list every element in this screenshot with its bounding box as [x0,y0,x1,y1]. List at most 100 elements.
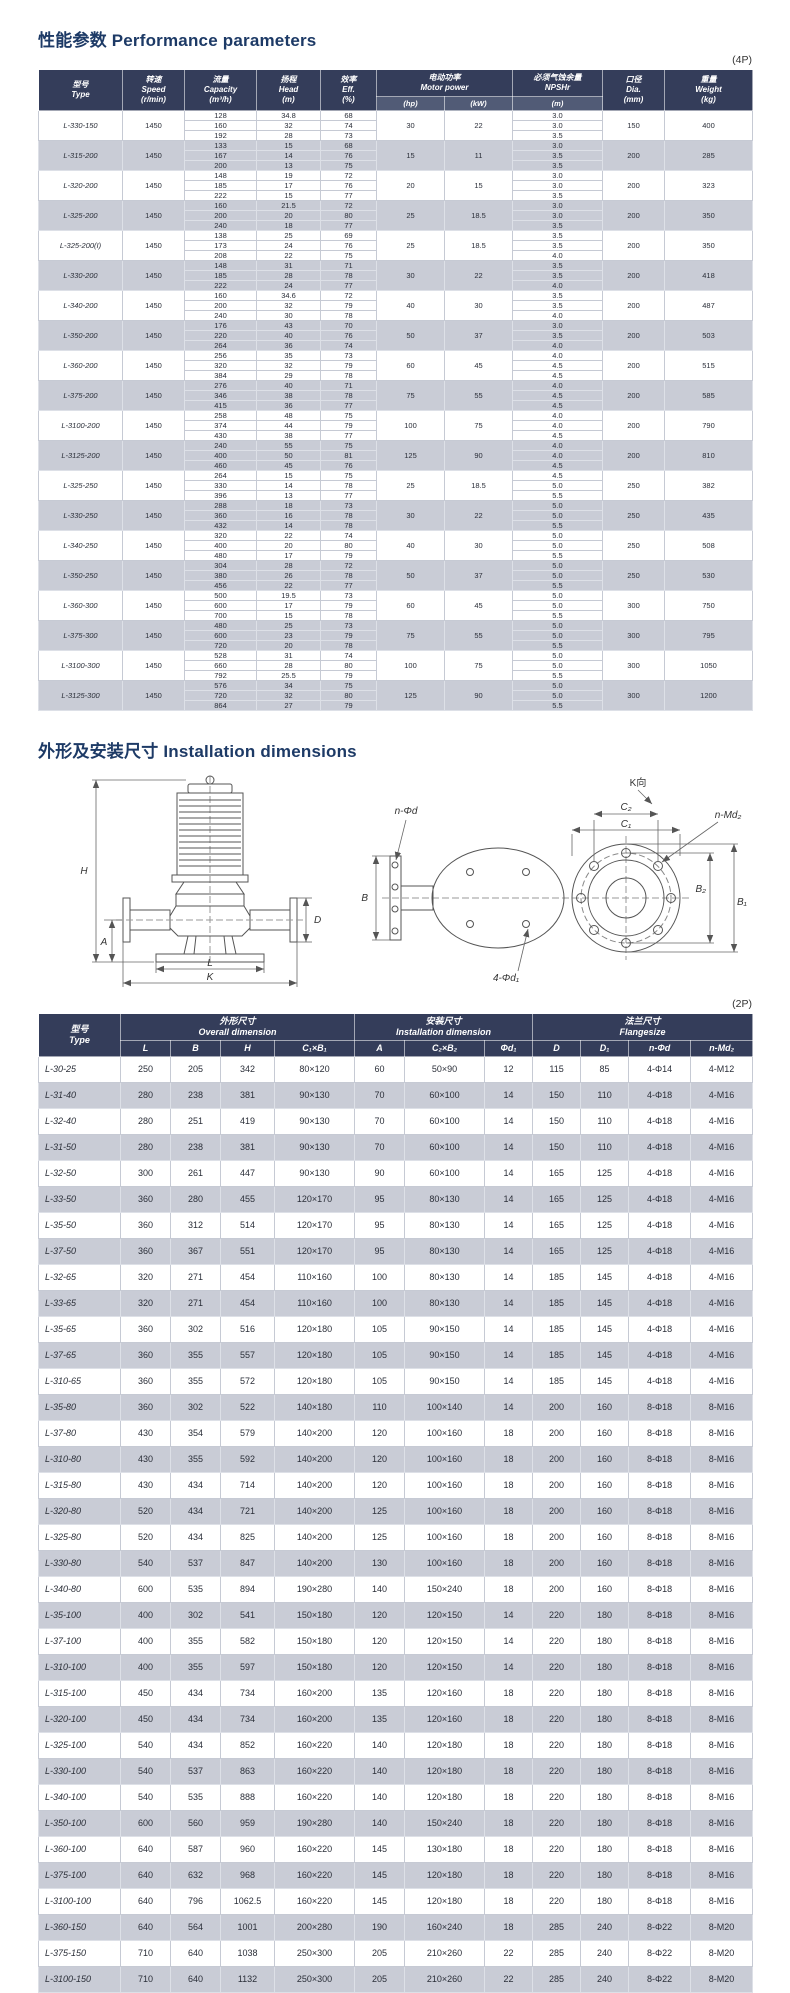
table-cell: L-31-40 [38,1082,121,1109]
table-cell: 32 [256,690,321,701]
dim-label-b1: B₁ [737,897,747,908]
table-cell: 77 [320,190,377,201]
table-cell: 30 [444,290,513,321]
table-cell: 3.0 [512,200,603,211]
table-cell: 32 [256,360,321,371]
table-cell: 455 [220,1186,275,1213]
table-cell: 238 [170,1082,221,1109]
table-cell: 110 [580,1134,630,1161]
table-cell: 150 [532,1082,582,1109]
table-cell: 30 [376,110,445,141]
table-cell: 354 [170,1420,221,1447]
table-cell: L-37-100 [38,1628,121,1655]
table-cell: 22 [444,260,513,291]
table-cell: 1132 [220,1966,275,1993]
header-npshr-unit: (m) [512,96,603,111]
table-cell: 220 [184,330,257,341]
top-view-dimensions [372,789,738,972]
table-cell: 185 [532,1342,582,1369]
table-cell: 3.5 [512,330,603,341]
table-cell: 250 [602,530,665,561]
table-cell: 710 [120,1966,171,1993]
table-cell: 37 [444,560,513,591]
table-cell: 220 [532,1654,582,1681]
table-cell: 90×150 [404,1342,486,1369]
table-cell: 200 [184,160,257,171]
table-cell: 8-Φ22 [628,1966,692,1993]
table-cell: 200 [602,410,665,441]
table-cell: 160 [580,1420,630,1447]
table-cell: 288 [184,500,257,511]
table-cell: 5.5 [512,490,603,501]
table-cell: 14 [484,1264,534,1291]
table-cell: L-340-100 [38,1784,121,1811]
table-cell: 200 [532,1472,582,1499]
table-cell: 8-M20 [690,1940,754,1967]
table-cell: 140×200 [273,1550,356,1577]
table-cell: 271 [170,1264,221,1291]
table-cell: 454 [220,1264,275,1291]
table-cell: 77 [320,220,377,231]
table-cell: 185 [184,180,257,191]
table-cell: 24 [256,240,321,251]
table-cell: 8-Φ22 [628,1940,692,1967]
table-cell: 415 [184,400,257,411]
table-cell: 110 [580,1082,630,1109]
table-cell: 5.0 [512,570,603,581]
dim-label-n-md2: n-Md₂ [715,810,742,821]
table-cell: 31 [256,650,321,661]
table-cell: 3.0 [512,120,603,131]
table-cell: 78 [320,270,377,281]
table-cell: L-3100-100 [38,1888,121,1915]
table-cell: 180 [580,1758,630,1785]
table-cell: L-360-200 [38,350,123,381]
table-cell: 140×180 [273,1394,356,1421]
table-cell: 14 [484,1212,534,1239]
table-cell: 434 [170,1732,221,1759]
table-cell: 434 [170,1472,221,1499]
table-cell: 14 [484,1316,534,1343]
table-cell: 68 [320,110,377,121]
table-cell: 5.0 [512,560,603,571]
table-cell: 150×180 [273,1654,356,1681]
table-cell: 125 [580,1160,630,1187]
dim-header-C1xB1: C₁×B₁ [273,1040,356,1057]
table-cell: L-340-80 [38,1576,121,1603]
table-cell: 40 [256,330,321,341]
table-cell: 585 [664,380,753,411]
table-cell: 36 [256,340,321,351]
table-cell: 79 [320,670,377,681]
table-cell: 115 [532,1056,582,1083]
table-cell: 120×180 [273,1368,356,1395]
table-cell: 302 [170,1316,221,1343]
table-cell: 3.5 [512,160,603,171]
table-cell: 579 [220,1420,275,1447]
table-cell: 69 [320,230,377,241]
table-cell: 120×160 [404,1706,486,1733]
table-cell: 960 [220,1836,275,1863]
table-cell: 18 [484,1914,534,1941]
table-cell: 70 [354,1082,406,1109]
table-cell: 8-Φ18 [628,1524,692,1551]
table-cell: 18 [484,1472,534,1499]
table-cell: 240 [184,440,257,451]
table-cell: L-325-100 [38,1732,121,1759]
table-cell: 60×100 [404,1134,486,1161]
table-cell: 535 [170,1784,221,1811]
table-cell: 180 [580,1628,630,1655]
table-cell: 95 [354,1238,406,1265]
table-cell: 90 [444,440,513,471]
table-cell: 8-Φ18 [628,1394,692,1421]
table-cell: 13 [256,490,321,501]
